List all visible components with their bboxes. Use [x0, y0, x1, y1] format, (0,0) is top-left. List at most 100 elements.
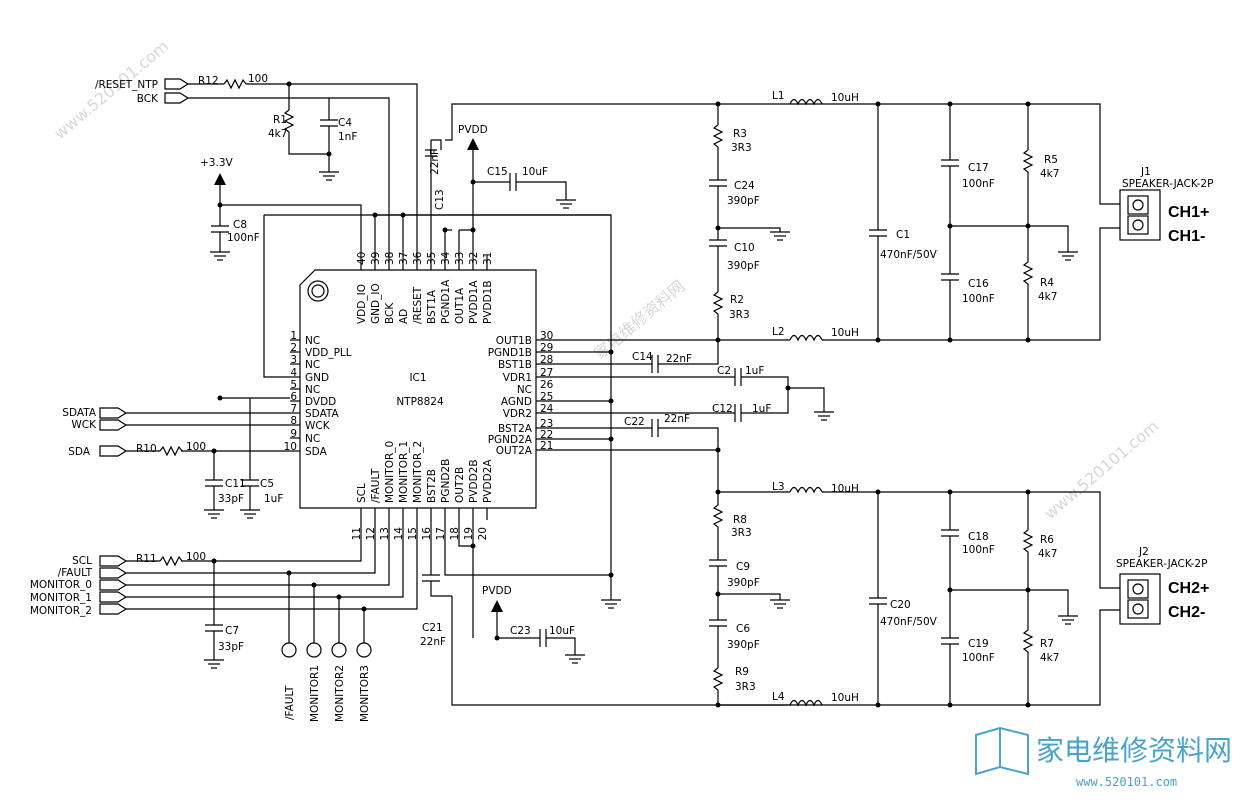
port-label-mon0: MONITOR_0 [30, 579, 92, 591]
ground-symbols [204, 171, 1078, 669]
pin-name: BST2B [426, 469, 438, 503]
label-c20: C20 [890, 599, 911, 611]
pin-name: OUT1A [454, 287, 466, 324]
r10-resistor [159, 445, 183, 457]
ic-part: NTP8824 [396, 396, 444, 408]
label-c15: C15 [487, 166, 508, 178]
pin-number: 10 [284, 441, 297, 453]
value-c21: 22nF [420, 636, 446, 648]
value-c8: 100nF [227, 232, 260, 244]
ground-symbol [601, 599, 621, 609]
junction-dot [1025, 223, 1031, 229]
l2-inductor [789, 334, 823, 342]
value-r4: 4k7 [1038, 291, 1057, 303]
test-points: /FAULT MONITOR1 MONITOR2 MONITOR3 [281, 642, 372, 722]
pin-number: 32 [468, 252, 480, 265]
value-c15: 10uF [522, 166, 548, 178]
r11-resistor [159, 555, 183, 567]
value-c19: 100nF [962, 652, 995, 664]
pin-number: 2 [290, 342, 297, 354]
ground-symbol [210, 251, 230, 261]
junction-dot [947, 337, 953, 343]
pin-name: NC [305, 384, 320, 396]
junction-dot [400, 212, 406, 218]
value-r3: 3R3 [731, 142, 752, 154]
label-c13: C13 [434, 189, 446, 210]
value-r5: 4k7 [1040, 168, 1059, 180]
pin-number: 34 [440, 251, 452, 265]
ground-symbol [770, 599, 790, 609]
value-c1: 470nF/50V [880, 249, 938, 261]
wires [126, 78, 1120, 707]
pin-number: 26 [540, 379, 554, 391]
value-c9: 390pF [727, 577, 760, 589]
port-mon1 [99, 591, 128, 603]
port-label-mon2: MONITOR_2 [30, 605, 92, 617]
l3-inductor [789, 486, 823, 494]
junction-dot [947, 702, 953, 708]
value-c16: 100nF [962, 293, 995, 305]
junction-dot [286, 81, 292, 87]
pin-name: SDA [305, 446, 328, 458]
value-r2: 3R3 [729, 309, 750, 321]
value-c10: 390pF [727, 260, 760, 272]
speaker-jack-j2: J2 SPEAKER-JACK-2P CH2+ CH2- [1116, 546, 1209, 625]
port-label-scl: SCL [72, 555, 92, 567]
label-c7: C7 [225, 625, 239, 637]
label-r10: R10 [136, 443, 157, 455]
pin-number: 19 [463, 527, 475, 540]
value-r12: 100 [248, 73, 268, 85]
label-r3: R3 [733, 128, 747, 140]
watermark-text: www.520101.com [1040, 416, 1162, 523]
junction-dot [608, 436, 614, 442]
pin-name: /FAULT [370, 468, 382, 503]
ic-top-pins: 40VDD_IO39GND_IO38BCK37AD36/RESET35BST1A… [356, 251, 494, 324]
port-label-bck: BCK [137, 93, 159, 105]
pin-name: BST1A [426, 289, 438, 324]
label-r1: R1 [273, 114, 287, 126]
ground-symbol [240, 509, 260, 519]
junction-dots [211, 81, 1031, 708]
ground-symbol [1058, 615, 1078, 625]
label-r4: R4 [1040, 277, 1054, 289]
testpoint-label: /FAULT [284, 685, 296, 720]
value-c13: 22nF [429, 149, 441, 175]
port-mon2 [99, 603, 128, 615]
pin-name: MONITOR_0 [384, 441, 396, 503]
pin-number: 30 [540, 330, 553, 342]
pin-name: OUT1B [496, 335, 532, 347]
r12-resistor [223, 78, 247, 90]
power-arrow-pvdd-top [467, 138, 479, 150]
pin-number: 9 [290, 428, 297, 440]
label-c23: C23 [510, 625, 531, 637]
input-ports: /RESET_NTP BCK SDATA WCK SDA SCL /FAULT … [30, 78, 190, 617]
jack-part: SPEAKER-JACK-2P [1116, 558, 1207, 570]
pin-name: SDATA [305, 408, 340, 420]
power-arrow-pvdd-bottom [491, 600, 503, 612]
value-c17: 100nF [962, 178, 995, 190]
value-c6: 390pF [727, 639, 760, 651]
logo-url: www.520101.com [1076, 775, 1177, 789]
port-reset [164, 78, 190, 90]
pin-number: 36 [412, 251, 424, 265]
pin-number: 16 [421, 527, 433, 541]
ic-right-pins: 30OUT1B29PGND1B28BST1B27VDR126NC25AGND24… [488, 330, 554, 457]
value-l4: 10uH [831, 692, 859, 704]
pin-number: 3 [290, 354, 297, 366]
value-l2: 10uH [831, 327, 859, 339]
junction-dot [372, 212, 378, 218]
junction-dot [442, 227, 448, 233]
label-r6: R6 [1040, 534, 1054, 546]
ic-bottom-pins: 11SCL12/FAULT13MONITOR_014MONITOR_115MON… [351, 441, 494, 541]
ground-symbol [770, 231, 790, 241]
value-l3: 10uH [831, 483, 859, 495]
value-r11: 100 [186, 551, 206, 563]
value-l1: 10uH [831, 92, 859, 104]
testpoint-fault [281, 642, 297, 658]
label-r5: R5 [1044, 154, 1058, 166]
port-label-wck: WCK [71, 419, 97, 431]
jack-neg-label: CH1- [1168, 228, 1205, 245]
value-c18: 100nF [962, 544, 995, 556]
junction-dot [715, 225, 721, 231]
label-r2: R2 [730, 294, 744, 306]
